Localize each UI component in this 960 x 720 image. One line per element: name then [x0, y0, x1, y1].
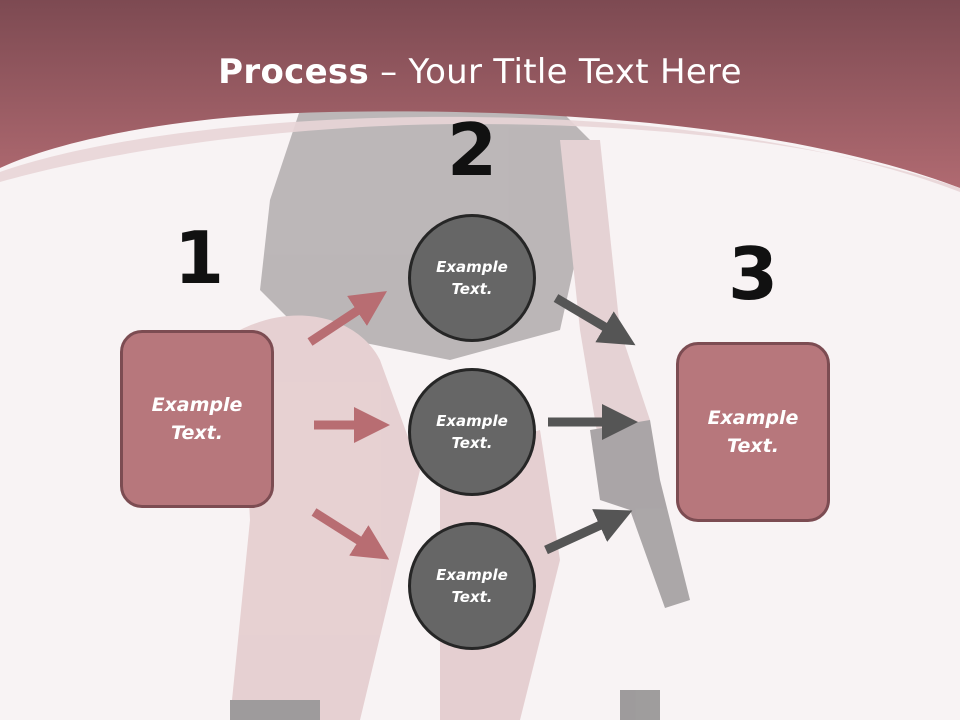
step-number-3: 3: [727, 232, 779, 316]
circle-bottom-line2: Text.: [451, 588, 493, 606]
circle-top-line1: Example: [436, 257, 508, 276]
step-number-2: 2: [446, 108, 498, 192]
left-box-line1: Example: [151, 393, 243, 416]
title-bold: Process: [218, 52, 370, 92]
step-number-1: 1: [173, 216, 225, 300]
right-box-line1: Example: [707, 406, 799, 429]
header-band: [0, 0, 960, 188]
circle-top-line2: Text.: [451, 280, 493, 298]
slide-title: Process – Your Title Text Here: [0, 52, 960, 92]
circle-middle-line2: Text.: [451, 434, 493, 452]
header-swoosh: [0, 116, 960, 192]
right-box-line2: Text.: [727, 435, 779, 457]
circle-middle-line1: Example: [436, 411, 508, 430]
circle-bottom-line1: Example: [436, 565, 508, 584]
title-rest: – Your Title Text Here: [369, 52, 742, 92]
left-box-line2: Text.: [171, 422, 223, 444]
